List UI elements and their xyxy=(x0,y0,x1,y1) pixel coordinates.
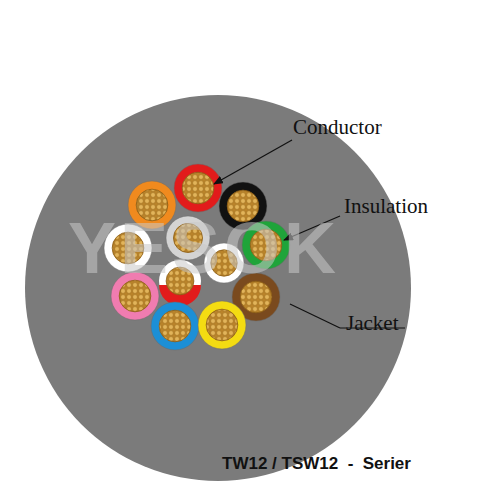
part-label: Conductor xyxy=(293,117,382,138)
leader-line xyxy=(214,140,292,184)
conductor xyxy=(240,281,272,313)
insulation xyxy=(198,301,246,349)
conductor xyxy=(159,310,191,342)
leader-line xyxy=(290,304,340,328)
part-label: Insulation xyxy=(344,196,428,217)
jacket xyxy=(25,95,411,481)
conductor xyxy=(119,280,151,312)
part-label: Jacket xyxy=(346,313,398,334)
insulation xyxy=(151,302,199,350)
conductor xyxy=(182,172,214,204)
watermark: YESOK xyxy=(68,212,340,284)
insulation xyxy=(174,164,222,212)
caption: TW12 / TSW12 - Serier xyxy=(222,455,411,472)
conductor xyxy=(206,309,238,341)
